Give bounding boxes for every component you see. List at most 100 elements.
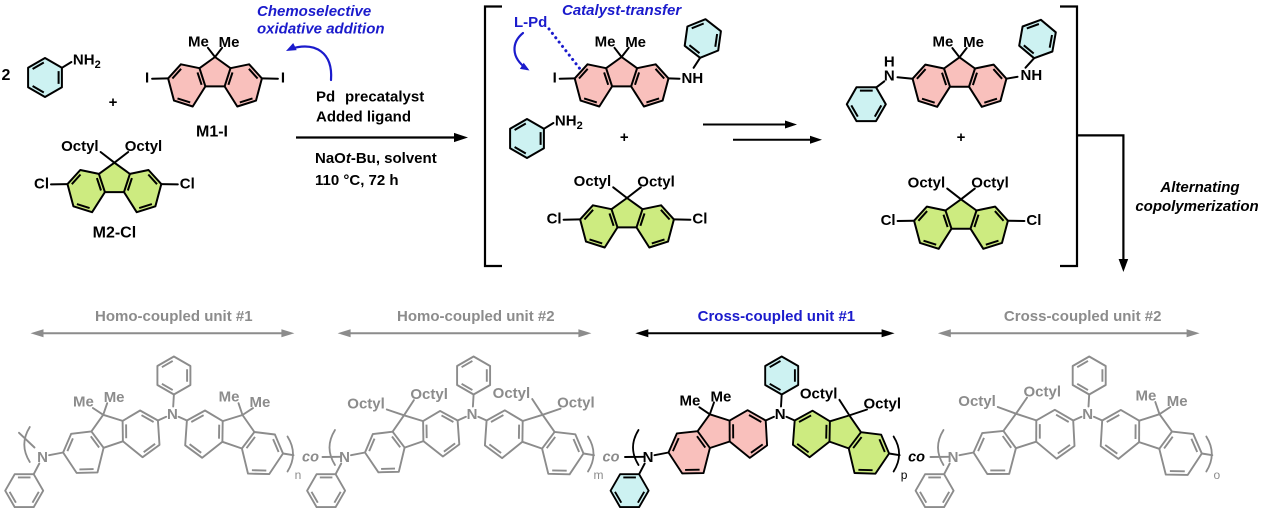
bond-line (785, 415, 796, 422)
methyl-label: Me (219, 389, 240, 406)
methyl-label: Me (1135, 388, 1156, 405)
unit-extent-arrow (337, 329, 592, 338)
bond-line (951, 47, 961, 59)
fusion-bond (610, 208, 619, 228)
arrow-head (454, 132, 468, 143)
aromatic-inner-bonds (189, 414, 280, 472)
fusion-bond (969, 210, 978, 230)
polymer-fluorene-body (483, 409, 585, 476)
intermediate-fluorene-body (573, 56, 670, 108)
octyl-label: Octyl (1024, 384, 1062, 401)
octyl-label: Octyl (908, 174, 946, 191)
octyl-label: Octyl (864, 396, 902, 413)
n-phenyl-ring (764, 355, 800, 396)
curved-arrow-path (288, 45, 333, 82)
fusion-bond (630, 67, 639, 87)
bond-line (172, 393, 175, 408)
backbone-n-label: N (339, 449, 350, 466)
stoichiometric-coefficient: 2 (2, 67, 11, 84)
aromatic-inner-bonds (916, 68, 1003, 104)
aromatic-inner-bonds (769, 360, 796, 391)
methyl-label: Me (711, 388, 732, 405)
aromatic-inner-bonds (850, 89, 883, 118)
chlorine-label: Cl (180, 175, 195, 192)
oxidative-addition-curved-arrow (513, 31, 530, 71)
multi-step-arrow-bottom (733, 135, 822, 144)
octyl-label: Octyl (971, 175, 1009, 192)
arrow-head (519, 62, 530, 71)
fusion-bond (223, 67, 232, 87)
fusion-bond (241, 431, 256, 450)
amine-h-label: H (884, 54, 895, 71)
octyl-label: Octyl (125, 138, 163, 155)
bond-line (91, 407, 105, 416)
aromatic-inner-bonds (310, 476, 342, 504)
bond-line (1154, 401, 1161, 416)
m2-fluorene-body (913, 198, 1009, 250)
m2-fluorene-body (66, 161, 163, 214)
bond-line (692, 56, 702, 69)
n-phenyl-ring (1071, 355, 1107, 396)
aromatic-inner-bonds (977, 413, 1071, 472)
bond-line (996, 406, 1017, 415)
bond-line (946, 187, 962, 201)
octyl-label: Octyl (637, 173, 675, 190)
m1-fluorene-body (167, 56, 263, 108)
reaction-arrow (296, 132, 468, 143)
aromatic-inner-bonds (8, 476, 40, 504)
aromatic-inner-bonds (578, 68, 665, 104)
copolymerization-arrow-head (1118, 259, 1129, 272)
aromatic-inner-bonds (583, 209, 671, 245)
bond-line (626, 186, 642, 199)
bond-line (1158, 406, 1172, 416)
octyl-label: Octyl (574, 173, 612, 190)
polymer-fluorene-body (667, 409, 769, 475)
bond-line (582, 452, 595, 457)
monomer-m2-name: M2-Cl (93, 225, 137, 242)
fusion-bond (97, 173, 106, 193)
polymer-fluorene-body (972, 408, 1076, 475)
aromatic-inner-bonds (71, 173, 158, 210)
aromatic-inner-bonds (171, 68, 259, 104)
bond-line (32, 462, 41, 476)
conditions-precatalyst-pd: Pd (316, 89, 335, 106)
methyl-label: Me (188, 33, 209, 50)
bond-line (541, 407, 562, 416)
bond-line (99, 151, 116, 164)
fusion-bond (90, 430, 105, 449)
co-label: co (908, 449, 925, 465)
aromatic-inner-bonds (796, 414, 886, 472)
close-paren (286, 435, 294, 473)
repeat-subscript: n (295, 468, 302, 482)
open-paren (937, 429, 945, 466)
unit-extent-arrow (30, 329, 295, 338)
open-paren (328, 429, 336, 466)
polymer-unit-1: Homo-coupled unit #1 N Me Me N Me Me n c… (4, 308, 319, 509)
fusion-bond (943, 68, 951, 88)
amine-nh-label: NH (1021, 67, 1043, 84)
bond-line (60, 61, 73, 69)
polymer-fluorene-body (184, 409, 284, 476)
n-phenyl-ring (456, 355, 492, 396)
amine-n-label: N (884, 68, 895, 85)
octyl-label: Octyl (61, 138, 99, 155)
arrow-head (1186, 329, 1200, 338)
plus-sign: + (957, 129, 966, 146)
methyl-label: Me (73, 394, 94, 411)
arrow-head (881, 329, 895, 338)
bond-line (653, 451, 670, 457)
aromatic-inner-bonds (368, 414, 456, 470)
bond-line (638, 462, 646, 476)
n-phenyl-ring (914, 473, 955, 509)
alternating-annotation-line1: Alternating (1159, 179, 1239, 196)
fusion-bond (541, 431, 556, 450)
methyl-label: Me (250, 394, 271, 411)
reaction-conditions-group: Chemoselective oxidative addition Pd pre… (257, 3, 468, 189)
bond-line (838, 398, 851, 417)
octyl-label: Octyl (557, 395, 595, 412)
unit-extent-arrow (937, 329, 1200, 338)
bond-line (708, 401, 715, 416)
n-phenyl-ring (845, 86, 887, 123)
fusion-bond (968, 68, 976, 88)
methyl-label: Me (219, 34, 240, 51)
